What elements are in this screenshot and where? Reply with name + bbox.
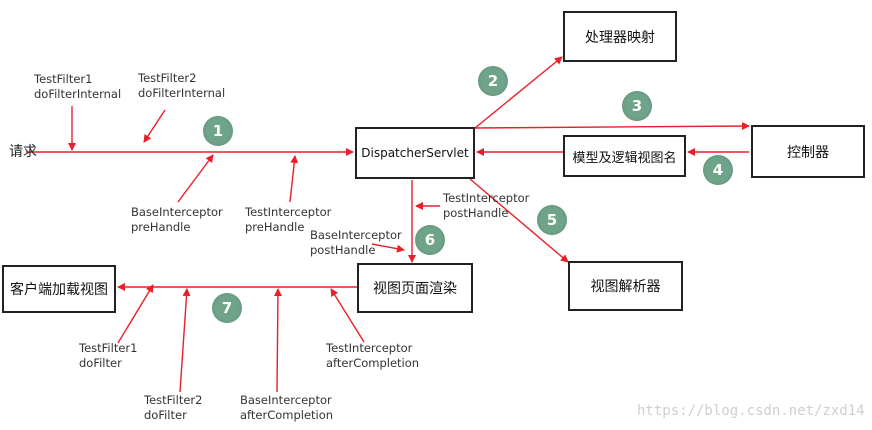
label-class: TestInterceptor — [245, 205, 332, 219]
label-class: BaseInterceptor — [240, 393, 332, 407]
step-5-badge: 5 — [537, 205, 567, 235]
baseinterceptor-posthandle-label: BaseInterceptor postHandle — [310, 228, 402, 258]
test-prehandle-pointer — [289, 155, 299, 203]
testinterceptor-posthandle-label: TestInterceptor postHandle — [443, 191, 529, 221]
filter1-dofilter-pointer — [117, 284, 154, 344]
testinterceptor-aftercompletion-label: TestInterceptor afterCompletion — [326, 341, 419, 371]
label-class: TestFilter1 — [79, 341, 138, 355]
base-aftercompletion-pointer — [273, 288, 282, 393]
label-class: TestFilter2 — [138, 71, 197, 85]
label-class: TestFilter2 — [144, 393, 203, 407]
testfilter1-dofilter-label: TestFilter1 doFilter — [79, 341, 137, 371]
baseinterceptor-aftercompletion-label: BaseInterceptor afterCompletion — [240, 393, 333, 423]
step-2-badge: 2 — [478, 66, 508, 96]
testfilter1-dofilterinternal-label: TestFilter1 doFilterInternal — [34, 72, 121, 102]
label-method: doFilter — [79, 356, 122, 370]
step-6-badge: 6 — [415, 225, 445, 255]
label-class: TestInterceptor — [443, 191, 530, 205]
testfilter2-dofilterinternal-label: TestFilter2 doFilterInternal — [138, 71, 225, 101]
dispatcher-servlet-box: DispatcherServlet — [355, 127, 475, 179]
label-class: TestInterceptor — [326, 341, 413, 355]
label-method: preHandle — [131, 220, 191, 234]
label-method: preHandle — [245, 220, 305, 234]
filter2-dofilterinternal-pointer — [143, 109, 166, 143]
handler-mapping-box: 处理器映射 — [563, 11, 677, 62]
view-resolver-box: 视图解析器 — [568, 261, 683, 311]
step-4-badge: 4 — [703, 155, 733, 185]
view-render-box: 视图页面渲染 — [357, 263, 473, 313]
dispatcher-to-controller-arrow — [474, 122, 750, 131]
label-method: postHandle — [443, 206, 509, 220]
testfilter2-dofilter-label: TestFilter2 doFilter — [144, 393, 202, 423]
label-class: TestFilter1 — [34, 72, 93, 86]
request-label: 请求 — [9, 144, 37, 160]
label-class: BaseInterceptor — [310, 228, 402, 242]
testinterceptor-prehandle-label: TestInterceptor preHandle — [245, 205, 331, 235]
label-class: BaseInterceptor — [131, 205, 223, 219]
dispatcher-to-view-resolver-arrow — [469, 178, 569, 263]
step-1-badge: 1 — [203, 116, 233, 146]
watermark: https://blog.csdn.net/zxd14 — [637, 403, 865, 419]
test-aftercompletion-pointer — [330, 288, 365, 343]
label-method: afterCompletion — [326, 356, 420, 370]
base-posthandle-pointer — [371, 243, 405, 253]
label-method: doFilter — [144, 408, 187, 422]
step-3-badge: 3 — [622, 91, 652, 121]
base-prehandle-pointer — [177, 154, 214, 203]
baseinterceptor-prehandle-label: BaseInterceptor preHandle — [131, 205, 223, 235]
label-method: doFilterInternal — [138, 86, 226, 100]
step-7-badge: 7 — [212, 293, 242, 323]
controller-box: 控制器 — [751, 125, 865, 178]
dispatcher-to-handler-mapping-arrow — [474, 56, 563, 129]
label-method: afterCompletion — [240, 408, 334, 422]
label-method: doFilterInternal — [34, 87, 122, 101]
label-method: postHandle — [310, 243, 376, 257]
filter2-dofilter-pointer — [179, 288, 191, 393]
model-view-name-box: 模型及逻辑视图名 — [563, 135, 686, 177]
client-view-box: 客户端加载视图 — [2, 265, 116, 313]
